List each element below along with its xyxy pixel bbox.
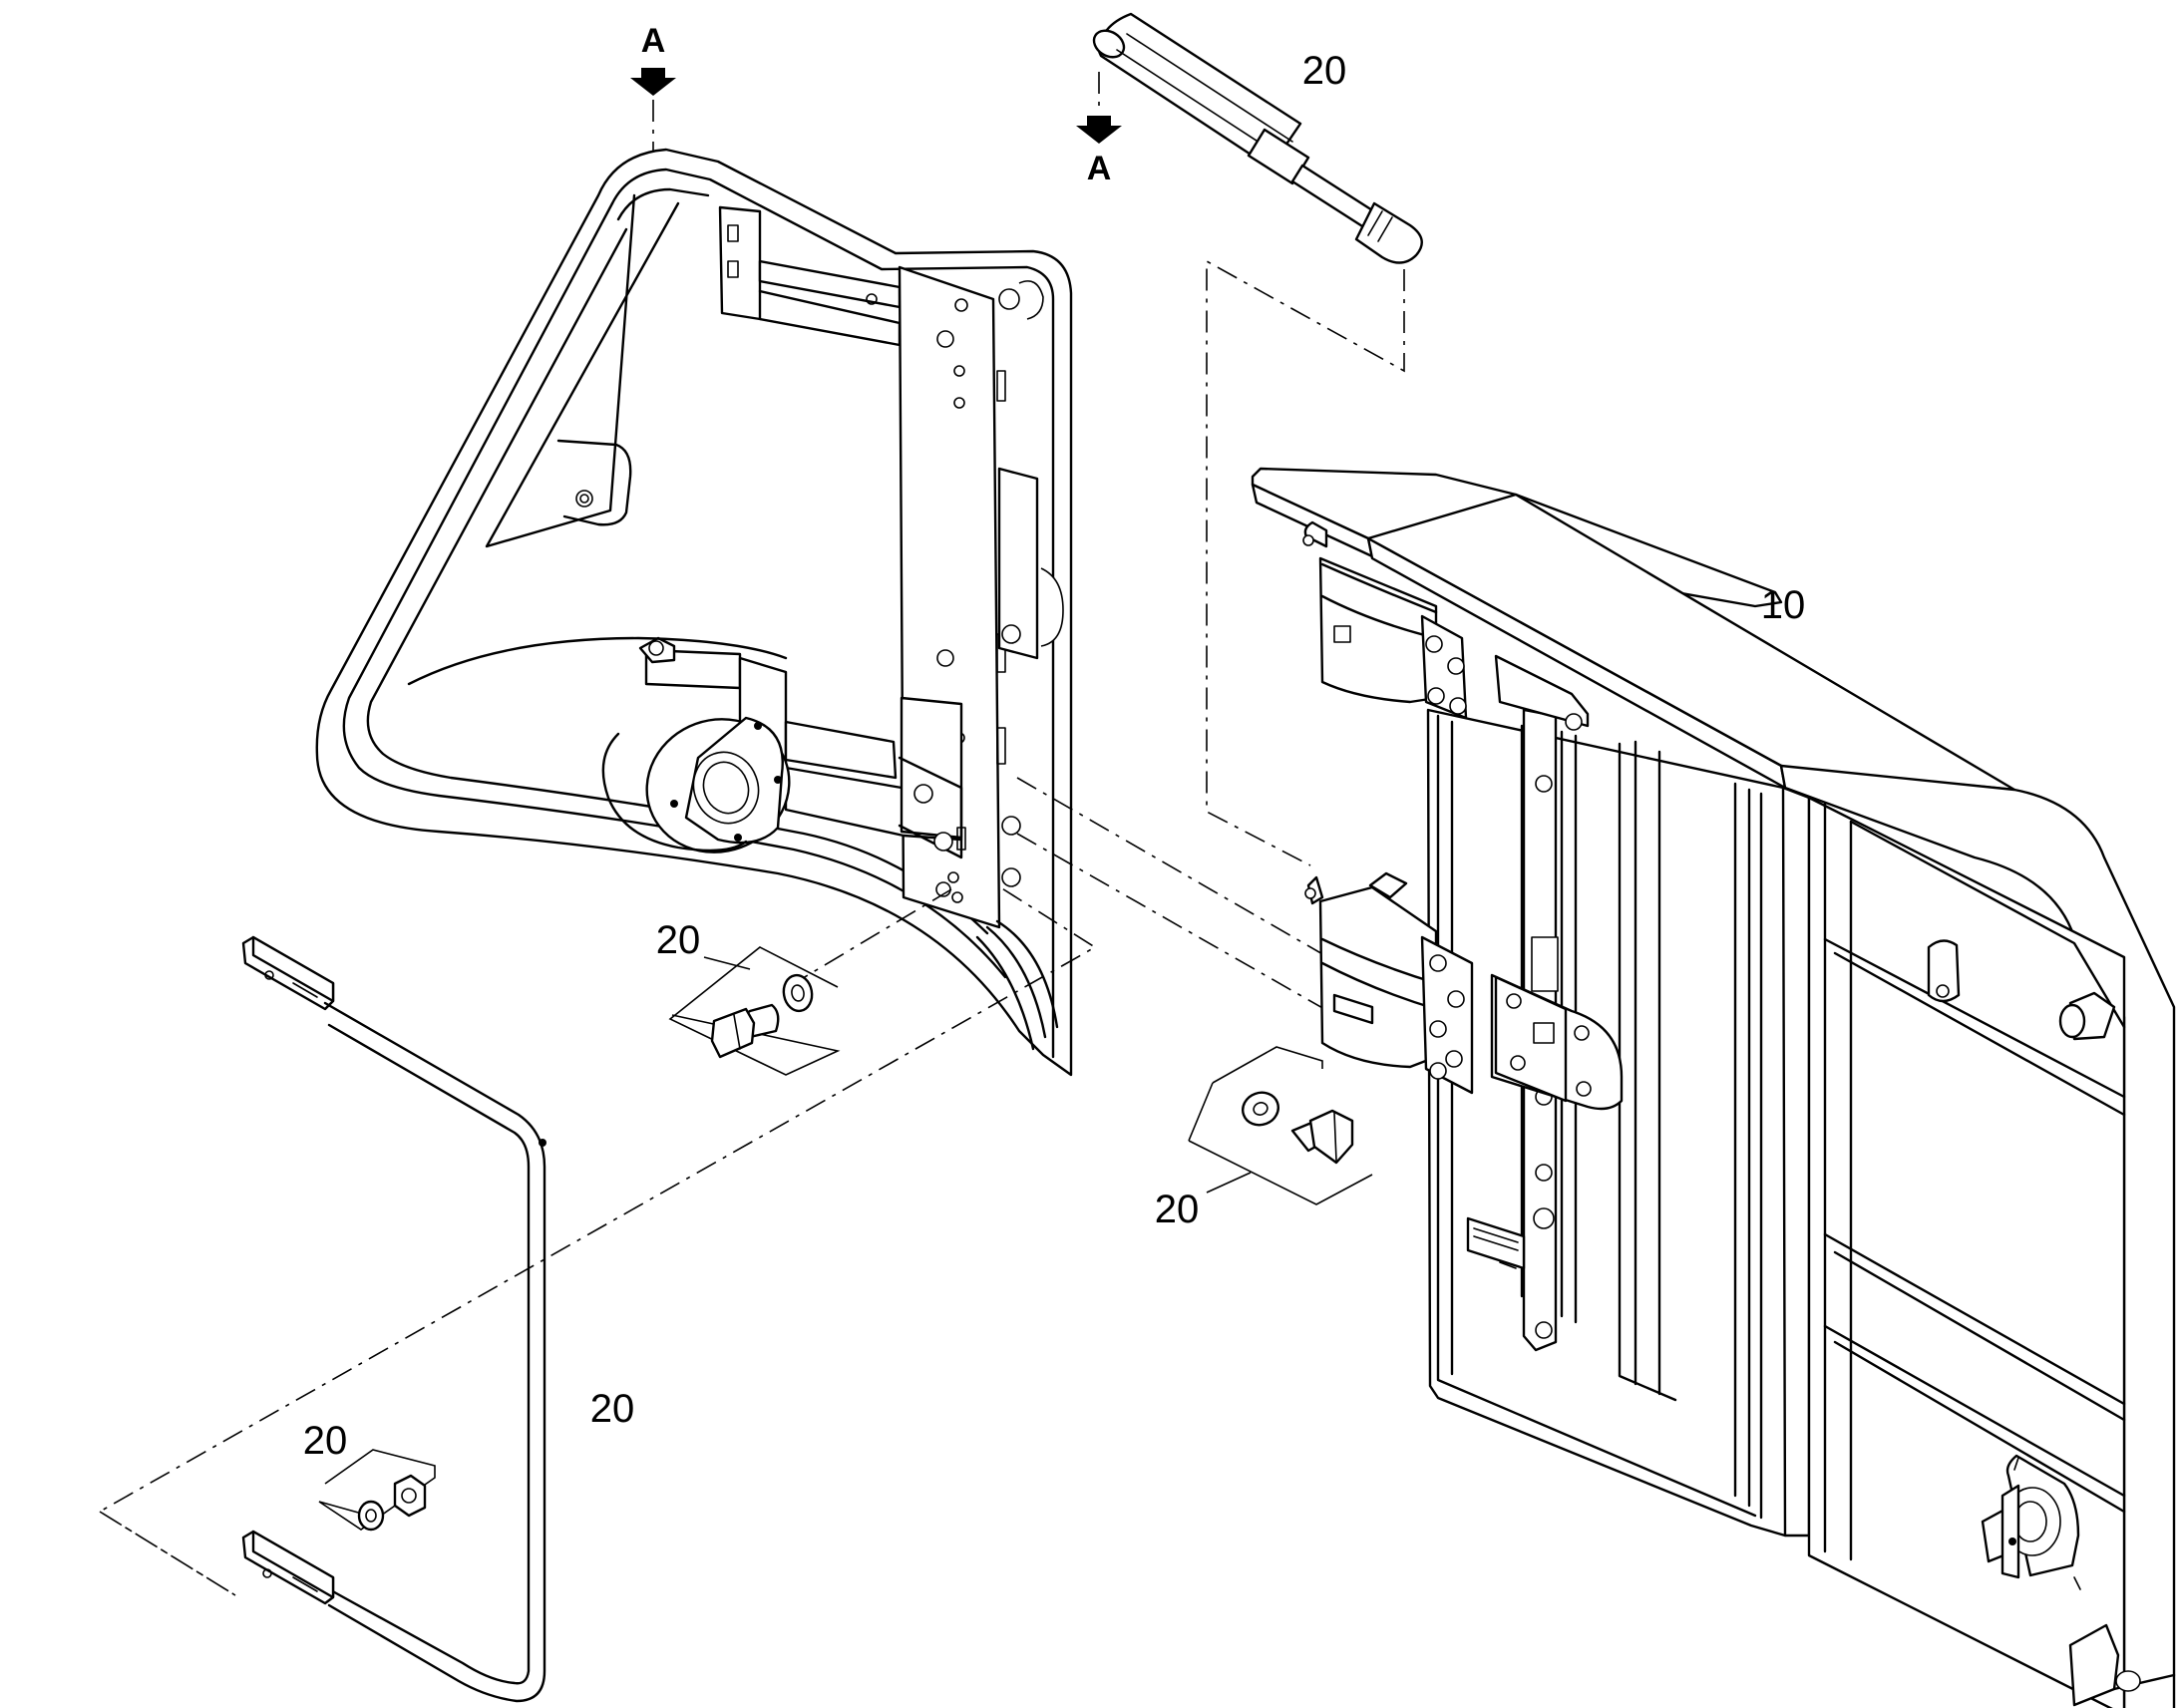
bolt-washer-left [668, 946, 841, 1076]
callout-bolt-washer-right: 20 [1155, 1188, 1200, 1231]
callout-bolt-washer-left: 20 [656, 918, 701, 962]
section-arrow-icon [1076, 116, 1122, 144]
assembly-line-bolt-left [787, 888, 952, 988]
assembly-line-housing-lower [1016, 833, 1409, 1058]
callout-bracket-rod: 20 [590, 1387, 635, 1431]
callout-nut-washer: 20 [303, 1419, 348, 1463]
callout-panel-right: 10 [1761, 583, 1806, 627]
section-a-label-left: A [641, 22, 666, 60]
assembly-line-rod [98, 884, 1097, 1596]
bolt-washer-right [1188, 1046, 1373, 1205]
section-a-label-right: A [1087, 150, 1112, 187]
section-marker-a-left: A [630, 22, 676, 96]
hex-bolt-left [710, 1003, 780, 1059]
gas-strut [1092, 12, 1423, 264]
bracket-rod [241, 935, 546, 1703]
callout-gas-strut: 20 [1302, 49, 1347, 93]
assembly-line-strut [1206, 259, 1405, 866]
section-marker-a-right: A [1076, 72, 1122, 187]
washer-right [1242, 1091, 1279, 1127]
washer-left [782, 973, 814, 1013]
hex-bolt-right [1290, 1109, 1354, 1165]
washer-lower [357, 1500, 385, 1532]
right-panel [1251, 467, 2176, 1708]
section-arrow-icon [630, 68, 676, 96]
hex-nut [393, 1474, 427, 1518]
left-door-housing [315, 148, 1073, 1077]
nut-washer [318, 1449, 436, 1532]
